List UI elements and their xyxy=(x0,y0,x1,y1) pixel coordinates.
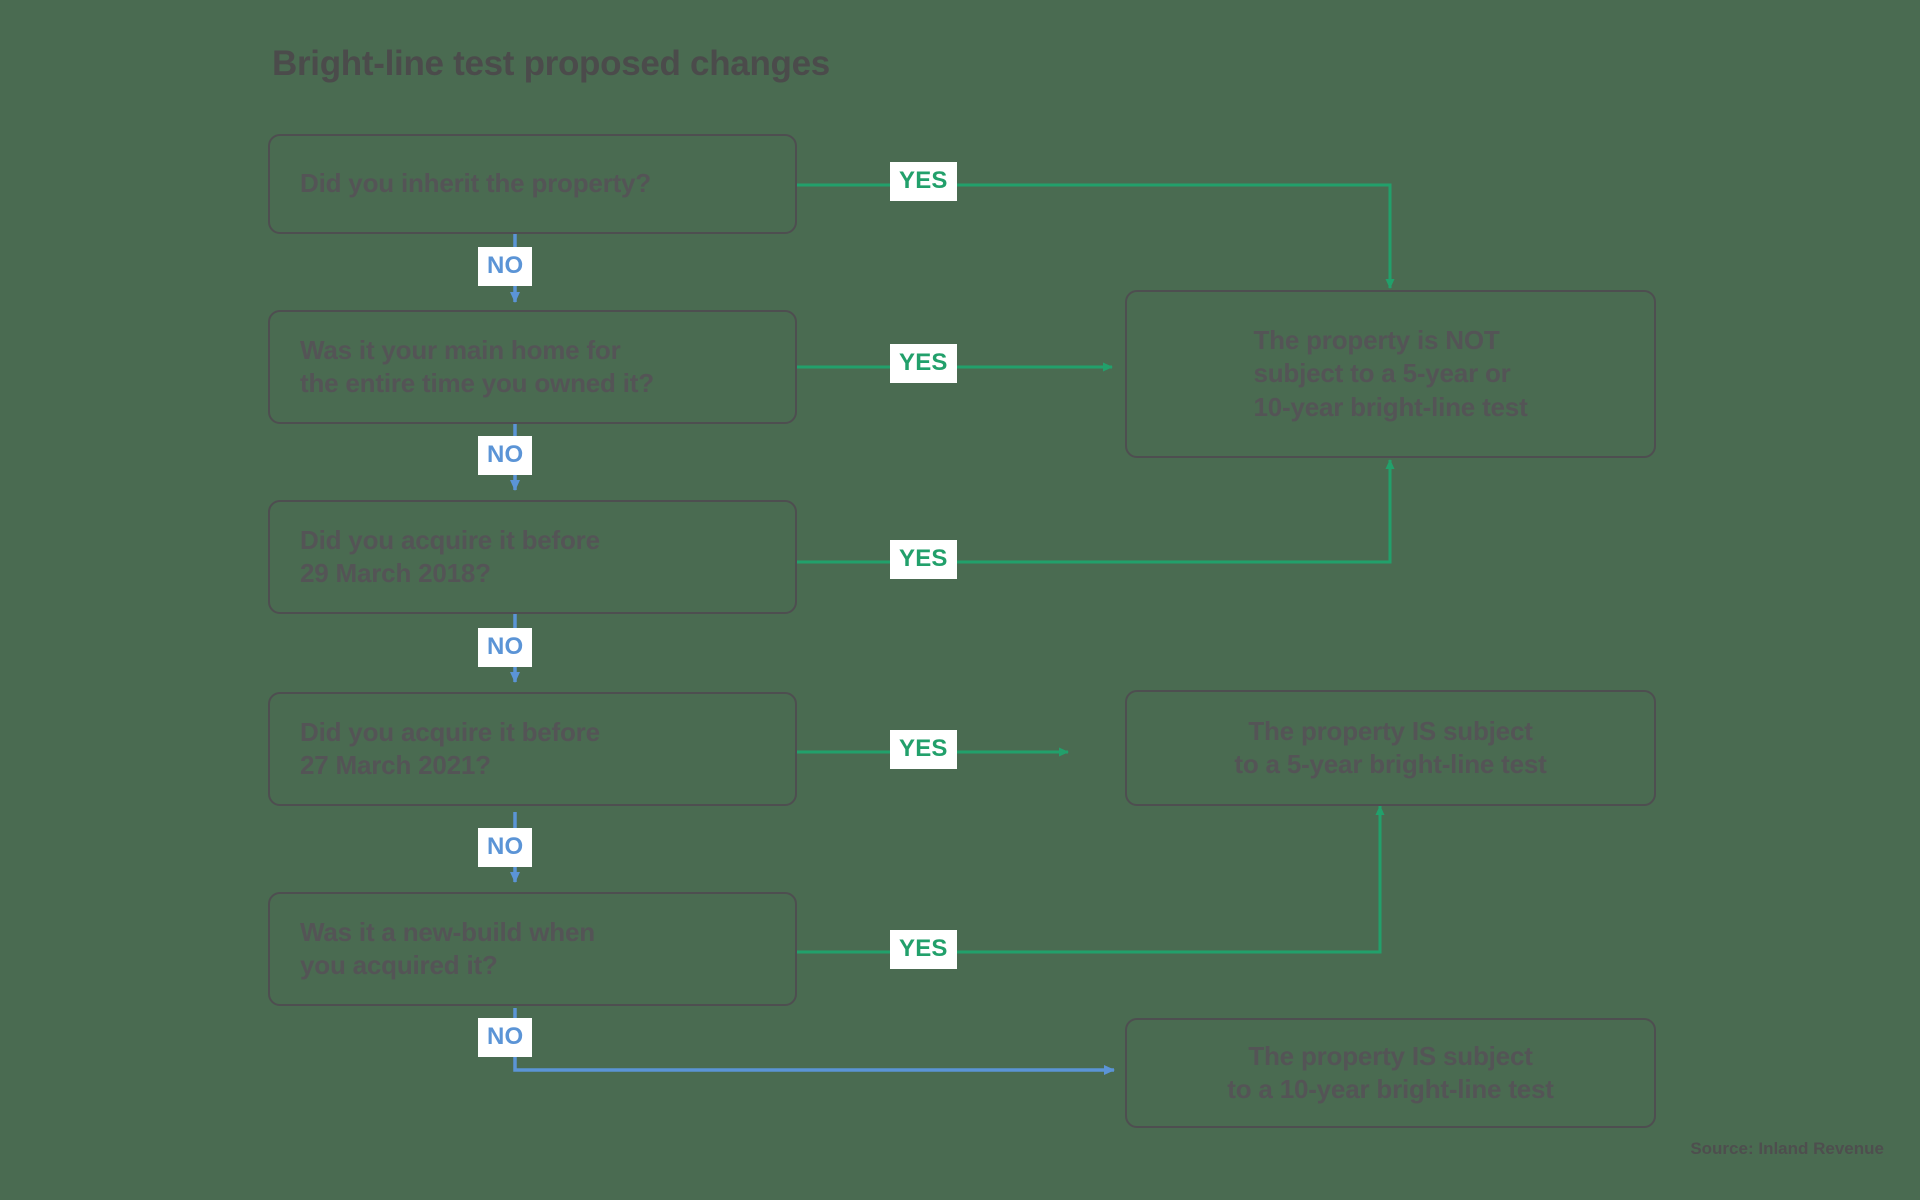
edge-label-yes-q5: YES xyxy=(890,930,957,969)
q2-line1: Was it your main home for xyxy=(300,334,621,365)
node-question-3-text: Did you acquire it before 29 March 2018? xyxy=(270,524,600,591)
node-result-10-year-text: The property IS subject to a 10-year bri… xyxy=(1213,1040,1568,1107)
edge-q3-yes xyxy=(797,459,1395,564)
edge-label-yes-q3: YES xyxy=(890,540,957,579)
q3-line2: 29 March 2018? xyxy=(300,558,491,588)
r3-line2: to a 10-year bright-line test xyxy=(1227,1074,1554,1104)
r1-line1: The property is NOT xyxy=(1253,325,1500,356)
source-attribution: Source: Inland Revenue xyxy=(1690,1139,1884,1158)
q4-line2: 27 March 2021? xyxy=(300,750,491,780)
r2-line2: to a 5-year bright-line test xyxy=(1234,749,1547,779)
edge-label-yes-q2: YES xyxy=(890,344,957,383)
r3-line1: The property IS subject xyxy=(1248,1040,1533,1071)
edge-label-yes-q4: YES xyxy=(890,730,957,769)
node-question-1[interactable]: Did you inherit the property? xyxy=(268,134,797,234)
page-title: Bright-line test proposed changes xyxy=(272,44,830,83)
node-result-10-year[interactable]: The property IS subject to a 10-year bri… xyxy=(1125,1018,1656,1128)
edge-label-no-q4: NO xyxy=(478,828,533,867)
q4-line1: Did you acquire it before xyxy=(300,716,600,747)
edge-label-no-q1: NO xyxy=(478,247,533,286)
node-question-2[interactable]: Was it your main home for the entire tim… xyxy=(268,310,797,424)
node-question-5-text: Was it a new-build when you acquired it? xyxy=(270,916,595,983)
edge-label-yes-q1: YES xyxy=(890,162,957,201)
r1-line2: subject to a 5-year or xyxy=(1253,358,1511,389)
q5-line1: Was it a new-build when xyxy=(300,916,595,947)
node-result-not-subject[interactable]: The property is NOT subject to a 5-year … xyxy=(1125,290,1656,458)
q1-line1: Did you inherit the property? xyxy=(300,168,651,199)
q2-line2: the entire time you owned it? xyxy=(300,368,654,398)
edge-q5-yes xyxy=(797,805,1385,954)
edge-label-no-q3: NO xyxy=(478,628,533,667)
node-question-1-text: Did you inherit the property? xyxy=(270,167,651,200)
r1-line3: 10-year bright-line test xyxy=(1253,391,1528,422)
node-result-not-subject-text: The property is NOT subject to a 5-year … xyxy=(1239,324,1541,424)
edge-label-no-q2: NO xyxy=(478,436,533,475)
q3-line1: Did you acquire it before xyxy=(300,524,600,555)
r2-line1: The property IS subject xyxy=(1248,715,1533,746)
node-result-5-year-text: The property IS subject to a 5-year brig… xyxy=(1220,715,1560,782)
node-result-5-year[interactable]: The property IS subject to a 5-year brig… xyxy=(1125,690,1656,806)
edge-q1-yes xyxy=(797,183,1395,289)
node-question-3[interactable]: Did you acquire it before 29 March 2018? xyxy=(268,500,797,614)
q5-line2: you acquired it? xyxy=(300,950,498,980)
node-question-4-text: Did you acquire it before 27 March 2021? xyxy=(270,716,600,783)
node-question-2-text: Was it your main home for the entire tim… xyxy=(270,334,654,401)
node-question-5[interactable]: Was it a new-build when you acquired it? xyxy=(268,892,797,1006)
edge-label-no-q5: NO xyxy=(478,1018,533,1057)
node-question-4[interactable]: Did you acquire it before 27 March 2021? xyxy=(268,692,797,806)
edge-q5-no xyxy=(513,1008,1115,1075)
